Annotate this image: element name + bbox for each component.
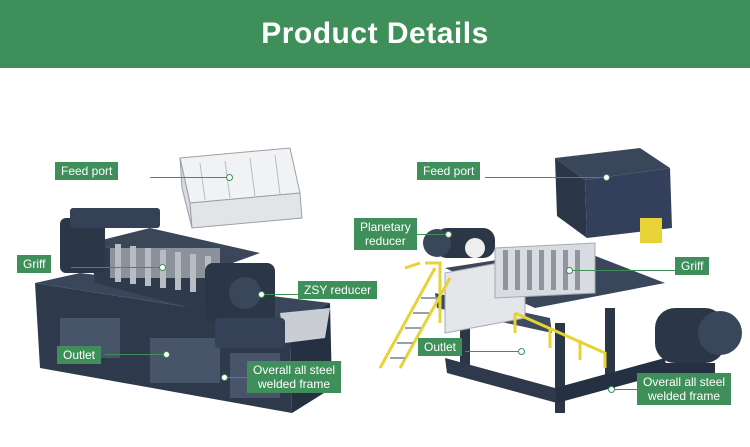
page-title: Product Details: [261, 17, 489, 50]
left-griff-dot: [159, 264, 166, 271]
right-planetary-leader: [415, 234, 447, 235]
right-griff-label: Griff: [675, 257, 710, 275]
right-feed-port-dot: [603, 174, 610, 181]
left-outlet-dot: [163, 351, 170, 358]
right-planetary-text-1: Planetary: [360, 220, 411, 234]
left-feed-port-label: Feed port: [55, 162, 119, 180]
left-reducer: [60, 208, 285, 348]
right-griff-dot: [566, 267, 573, 274]
right-shredder-body: [444, 242, 596, 334]
right-feed-port-text: Feed port: [423, 164, 475, 178]
right-planetary-motor: [423, 228, 495, 258]
left-outlet-text: Outlet: [63, 348, 96, 362]
left-frame-leader: [225, 377, 247, 378]
left-frame-text-1: Overall all steel: [253, 363, 336, 377]
right-feed-hopper: [555, 148, 672, 243]
left-frame-text-2: welded frame: [257, 377, 331, 391]
left-zsy-leader: [262, 294, 298, 295]
right-shredder-illustration: [375, 68, 750, 447]
left-griff-leader: [71, 267, 161, 268]
left-frame-label: Overall all steel welded frame: [247, 361, 342, 393]
right-frame-leader: [612, 389, 637, 390]
right-outlet-text: Outlet: [424, 340, 457, 354]
header-banner: Product Details: [0, 0, 750, 68]
left-outlet-label: Outlet: [57, 346, 102, 364]
right-planetary-dot: [445, 231, 452, 238]
left-feed-port-dot: [226, 174, 233, 181]
left-zsy-dot: [258, 291, 265, 298]
left-feed-port-leader: [150, 177, 228, 178]
left-zsy-reducer-label: ZSY reducer: [298, 281, 378, 299]
right-outlet-dot: [518, 348, 525, 355]
right-frame-text-1: Overall all steel: [643, 375, 726, 389]
right-frame-text-2: welded frame: [647, 389, 721, 403]
right-main-motor: [655, 308, 742, 373]
right-stairs: [390, 297, 437, 359]
left-frame-dot: [221, 374, 228, 381]
right-safety-railing: [378, 261, 607, 369]
right-frame-label: Overall all steel welded frame: [637, 373, 732, 405]
left-outlet-leader: [105, 354, 165, 355]
left-shredder-body: [90, 228, 260, 313]
left-feed-hopper: [179, 147, 303, 229]
right-feed-port-label: Feed port: [417, 162, 481, 180]
left-griff-text: Griff: [23, 257, 46, 271]
right-outlet-leader: [465, 351, 520, 352]
right-frame-dot: [608, 386, 615, 393]
left-feed-port-text: Feed port: [61, 164, 113, 178]
right-outlet-label: Outlet: [418, 338, 463, 356]
right-griff-leader: [570, 270, 675, 271]
left-zsy-text: ZSY reducer: [304, 283, 372, 297]
right-griff-text: Griff: [681, 259, 704, 273]
right-planetary-reducer-label: Planetary reducer: [354, 218, 417, 250]
right-planetary-text-2: reducer: [365, 234, 406, 248]
right-feed-port-leader: [485, 177, 605, 178]
left-griff-label: Griff: [17, 255, 52, 273]
